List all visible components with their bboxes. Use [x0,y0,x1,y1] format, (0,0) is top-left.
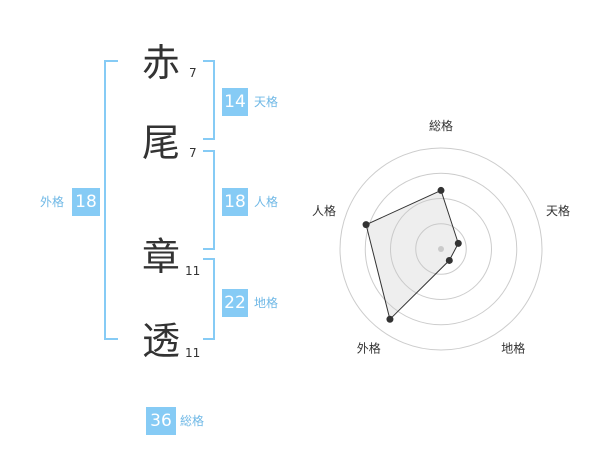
radar-area [365,189,459,321]
gaikaku-label: 外格 [40,195,65,209]
radar-point-3 [386,315,394,323]
stroke-count-2: 7 [189,146,197,160]
tenkaku-bracket-vertical [213,60,215,140]
radar-axis-label-0: 総格 [429,118,453,133]
radar-axis-label-3: 外格 [357,341,381,356]
radar-axis-label-1: 天格 [546,203,570,218]
tenkaku-label: 天格 [254,95,279,109]
gaikaku-bracket-vertical [104,60,106,340]
stroke-count-3: 11 [185,264,201,278]
tenkaku-bracket-top [203,60,215,62]
jinkaku-label: 人格 [254,195,279,209]
stroke-count-1: 7 [189,66,197,80]
jinkaku-bracket-bottom [203,248,215,250]
jinkaku-bracket-top [203,150,215,152]
radar-axis-label-4: 人格 [312,203,336,218]
radar-ring-2 [390,198,492,300]
tenkaku-value: 14 [222,88,248,116]
name-char-1: 赤 [142,41,181,85]
chikaku-bracket-bottom [203,338,215,340]
name-char-2: 尾 [142,121,181,165]
radar-point-1 [454,239,462,247]
radar-ring-1 [415,223,467,275]
name-char-3: 章 [142,235,181,279]
jinkaku-bracket-vertical [213,150,215,250]
radar-ring-4 [339,147,543,351]
chikaku-label: 地格 [254,296,279,310]
gaikaku-bracket-top [104,60,118,62]
chikaku-bracket-vertical [213,258,215,340]
gaikaku-value: 18 [72,188,100,216]
stroke-count-4: 11 [185,346,201,360]
radar-point-0 [437,186,445,194]
radar-axis-label-2: 地格 [501,341,525,356]
gaikaku-bracket-bottom [104,338,118,340]
jinkaku-value: 18 [222,188,248,216]
radar-center [438,246,444,252]
soukaku-value: 36 [146,407,176,435]
radar-point-4 [362,221,370,229]
name-char-4: 透 [142,319,181,363]
chikaku-value: 22 [222,289,248,317]
chikaku-bracket-top [203,258,215,260]
tenkaku-bracket-bottom [203,138,215,140]
radar-ring-3 [364,172,518,326]
soukaku-label: 総格 [180,414,205,428]
radar-point-2 [445,256,453,264]
